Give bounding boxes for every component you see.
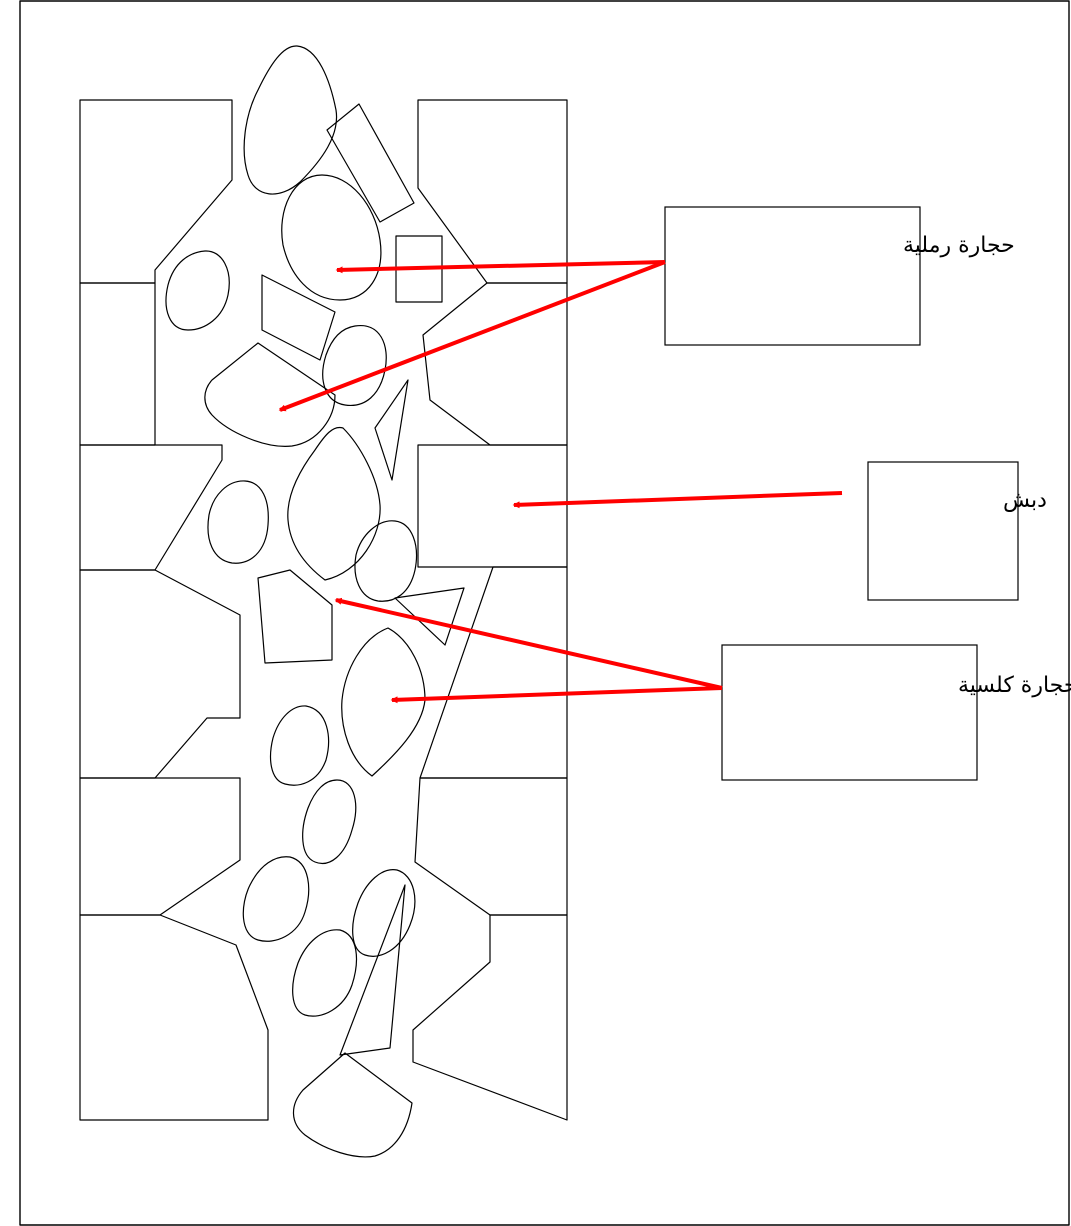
stone bbox=[257, 569, 333, 664]
stone bbox=[243, 45, 338, 195]
stone bbox=[281, 174, 382, 301]
arrow bbox=[335, 260, 666, 274]
rubble-stones bbox=[165, 45, 465, 1158]
page-frame bbox=[19, 0, 1070, 1226]
stone bbox=[322, 325, 387, 407]
stone bbox=[341, 627, 426, 777]
arrow bbox=[278, 260, 666, 412]
stone bbox=[374, 379, 409, 481]
dressed-block bbox=[79, 569, 241, 779]
rubble-label: دبش bbox=[1003, 488, 1047, 513]
limestone-label: حجارة كلسية bbox=[958, 673, 1071, 698]
left-face-blocks bbox=[79, 99, 269, 1121]
sandstone-callout: حجارة رملية bbox=[278, 206, 1015, 412]
label-box bbox=[721, 644, 978, 781]
label-box bbox=[664, 206, 921, 346]
rubble-callout: دبش bbox=[512, 461, 1047, 601]
stone bbox=[326, 103, 415, 223]
stone bbox=[165, 250, 230, 331]
right-face-blocks bbox=[412, 99, 568, 1121]
arrow bbox=[512, 491, 843, 509]
stone bbox=[292, 929, 358, 1017]
stone bbox=[261, 274, 336, 361]
dressed-block bbox=[79, 444, 223, 571]
stone bbox=[354, 520, 418, 602]
dressed-block bbox=[79, 99, 233, 284]
stone bbox=[270, 705, 330, 786]
dressed-block bbox=[419, 566, 568, 779]
stone bbox=[302, 779, 357, 864]
arrow bbox=[390, 686, 723, 704]
stone bbox=[287, 426, 381, 581]
stone bbox=[292, 1052, 413, 1158]
stone bbox=[352, 869, 416, 957]
dressed-block bbox=[79, 914, 269, 1121]
sandstone-label: حجارة رملية bbox=[903, 233, 1015, 258]
dressed-block bbox=[417, 444, 568, 568]
label-box bbox=[867, 461, 1019, 601]
dressed-block bbox=[417, 99, 568, 284]
stone bbox=[207, 480, 269, 564]
stone bbox=[242, 856, 310, 942]
stone bbox=[339, 884, 406, 1056]
dressed-block bbox=[414, 777, 568, 916]
stone bbox=[204, 342, 336, 447]
dressed-block bbox=[412, 914, 568, 1121]
limestone-callout: حجارة كلسية bbox=[334, 597, 1071, 781]
stone bbox=[394, 587, 465, 646]
dressed-block bbox=[79, 282, 156, 446]
arrow bbox=[334, 597, 723, 690]
dressed-block bbox=[79, 777, 241, 916]
